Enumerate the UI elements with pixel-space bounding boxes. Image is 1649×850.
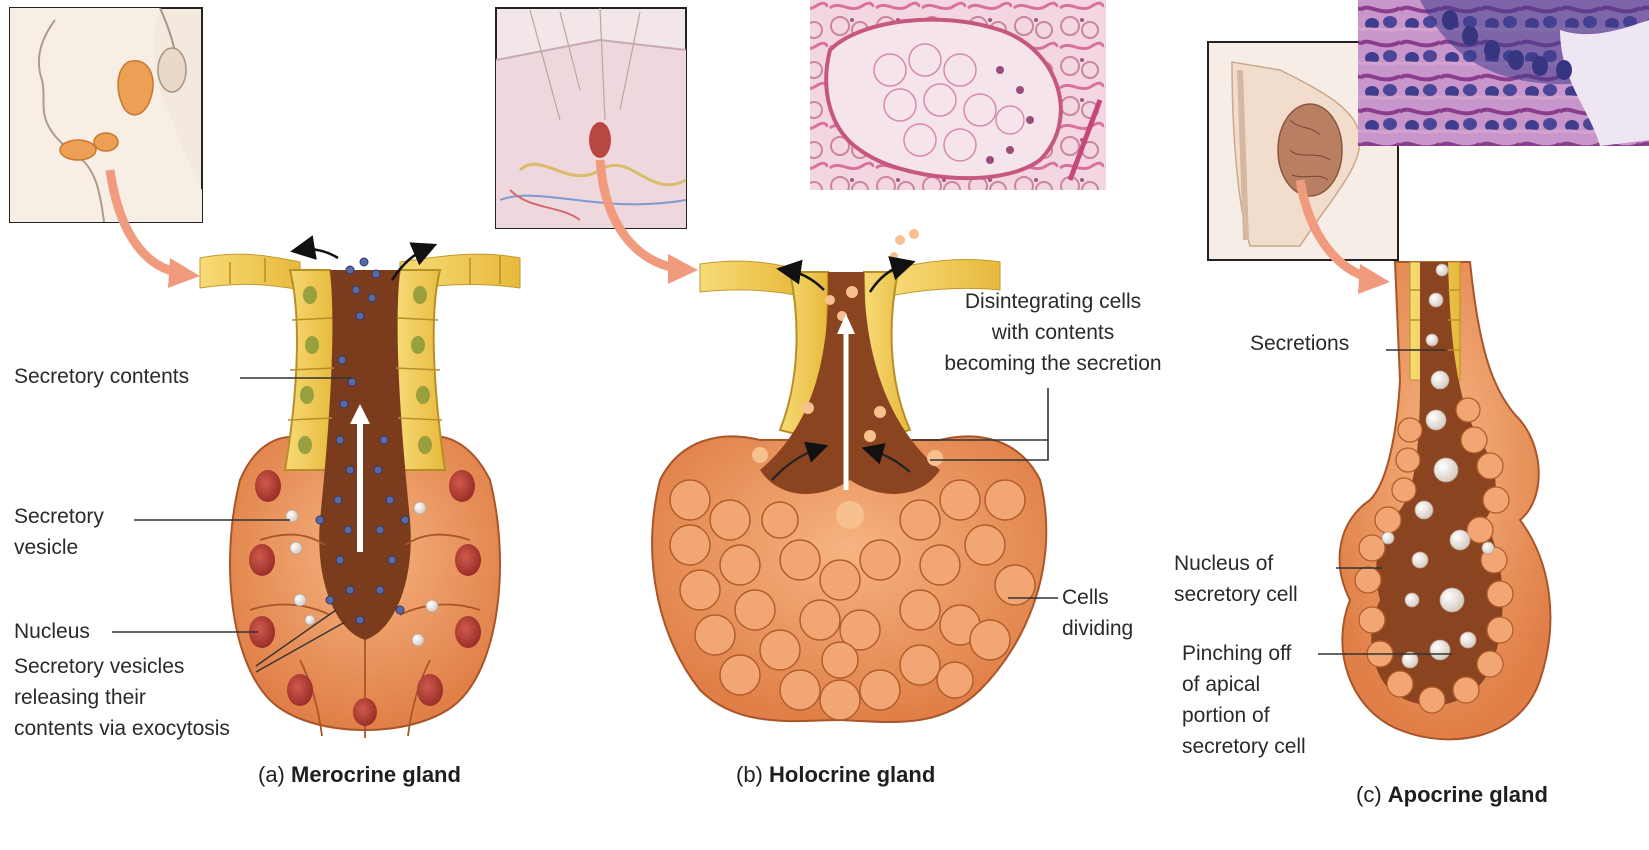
caption-holocrine: (b) Holocrine gland (736, 762, 935, 788)
head-inset (10, 8, 202, 222)
label-pinching-off: Pinching off of apical portion of secret… (1182, 638, 1306, 762)
holocrine-micrograph (810, 0, 1106, 190)
label-secretory-vesicle: Secretory vesicle (14, 501, 104, 563)
apocrine-panel (1208, 42, 1550, 739)
label-vesicles-releasing: Secretory vesicles releasing their conte… (14, 651, 230, 744)
caption-merocrine: (a) Merocrine gland (258, 762, 461, 788)
label-cells-dividing: Cells dividing (1062, 582, 1133, 644)
label-disintegrating-cells: Disintegrating cells with contents becom… (922, 286, 1184, 379)
label-nucleus-secretory-cell: Nucleus of secretory cell (1174, 548, 1298, 610)
caption-apocrine: (c) Apocrine gland (1356, 782, 1548, 808)
skin-inset (496, 8, 686, 228)
label-nucleus: Nucleus (14, 616, 90, 647)
apocrine-micrograph (1358, 0, 1649, 146)
label-secretions: Secretions (1250, 328, 1349, 359)
label-secretory-contents: Secretory contents (14, 361, 189, 392)
